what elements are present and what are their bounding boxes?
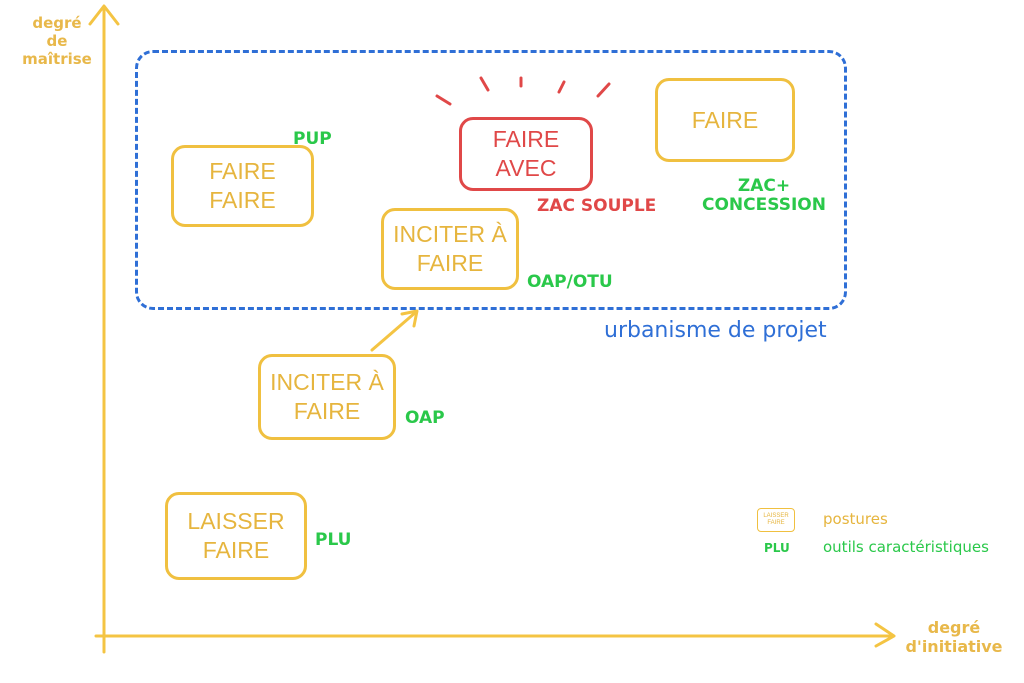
x-axis-label: degré d'initiative: [905, 618, 1003, 657]
tool-zac-souple: ZAC SOUPLE: [537, 196, 657, 216]
legend-postures-label: postures: [823, 510, 888, 528]
progression-arrowhead: [400, 309, 419, 328]
emphasis-rays: [435, 76, 611, 106]
tool-pup: PUP: [293, 129, 332, 149]
posture-faire-faire: FAIRE FAIRE: [171, 145, 314, 227]
legend-posture-swatch: LAISSER FAIRE: [757, 508, 795, 532]
legend-tools-label: outils caractéristiques: [823, 538, 989, 556]
posture-inciter-a-faire-2: INCITER À FAIRE: [381, 208, 519, 290]
progression-arrow: [370, 310, 418, 352]
zone-label: urbanisme de projet: [604, 318, 827, 343]
x-axis-arrowhead: [874, 622, 896, 648]
tool-plu: PLU: [315, 530, 352, 550]
y-axis-arrowhead: [88, 4, 120, 26]
posture-laisser-faire: LAISSER FAIRE: [165, 492, 307, 580]
posture-faire-avec: FAIRE AVEC: [459, 117, 593, 191]
posture-faire: FAIRE: [655, 78, 795, 162]
urbanisme-de-projet-zone: [135, 50, 847, 310]
tool-oap: OAP: [405, 408, 445, 428]
posture-inciter-a-faire-1: INCITER À FAIRE: [258, 354, 396, 440]
tool-zac-concession: ZAC+ CONCESSION: [702, 176, 826, 215]
legend-tool-sample: PLU: [764, 541, 790, 555]
y-axis-label: degré de maîtrise: [22, 14, 92, 68]
tool-oap-otu: OAP/OTU: [527, 272, 613, 292]
